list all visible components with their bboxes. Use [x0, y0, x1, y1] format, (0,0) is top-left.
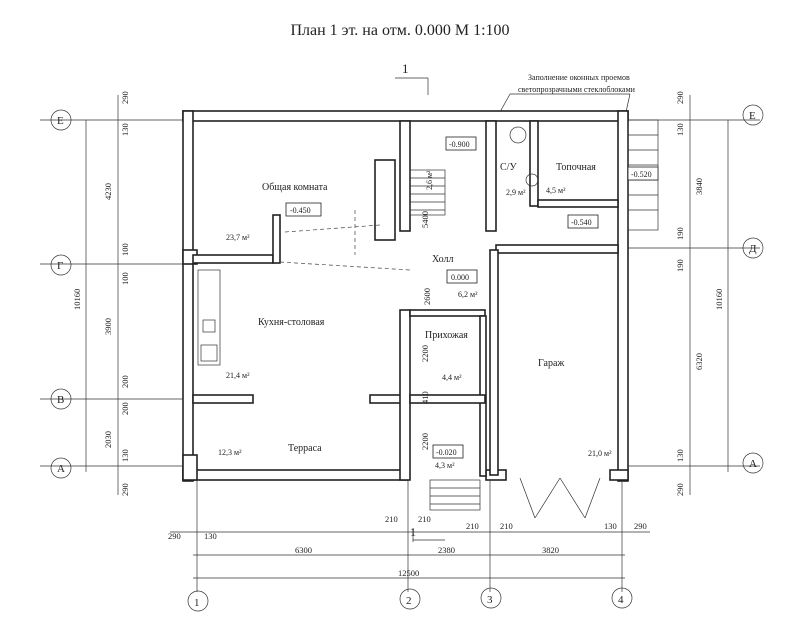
axis-markers: 1 2 3 4 Е Е Д Г В А А: [50, 104, 764, 612]
axis-label: Д: [749, 243, 757, 255]
axis-label: 3: [487, 594, 493, 606]
section-mark-top: 1: [395, 61, 429, 95]
stair-main: [409, 169, 446, 216]
wc-fixtures: [509, 126, 539, 187]
axis-label: Е: [57, 115, 64, 127]
svg-text:100: 100: [120, 272, 130, 285]
room-area: 2,6 м²: [425, 170, 434, 190]
dashed-overlays: [279, 210, 411, 271]
svg-text:190: 190: [675, 227, 685, 240]
svg-text:2600: 2600: [422, 288, 432, 305]
room-name: Терраса: [288, 443, 322, 454]
axis-label: В: [57, 394, 64, 406]
svg-text:6300: 6300: [295, 545, 312, 555]
svg-text:290: 290: [168, 531, 181, 541]
axis-label: 4: [618, 594, 624, 606]
room-area: 4,3 м²: [435, 461, 455, 470]
svg-text:290: 290: [120, 483, 130, 496]
svg-text:410: 410: [420, 391, 430, 404]
svg-text:3820: 3820: [542, 545, 559, 555]
svg-text:290: 290: [120, 91, 130, 104]
room-area: 21,0 м²: [588, 449, 612, 458]
room-name: Общая комната: [262, 182, 328, 193]
glazing-note-line2: светопрозрачными стеклоблоками: [518, 85, 636, 94]
svg-text:130: 130: [675, 449, 685, 462]
svg-text:130: 130: [204, 531, 217, 541]
section-mark-bottom: 1: [410, 525, 445, 542]
svg-text:12500: 12500: [398, 568, 419, 578]
room-name: Холл: [432, 254, 453, 265]
svg-text:4230: 4230: [103, 183, 113, 200]
svg-text:130: 130: [675, 123, 685, 136]
room-name: Кухня-столовая: [258, 317, 325, 328]
room-area: 6,2 м²: [458, 290, 478, 299]
bottom-dimensions: 290 130 210 210 210 210 130 290 6300 238…: [168, 480, 650, 592]
extra-level: -0.540: [571, 218, 592, 227]
svg-text:290: 290: [675, 91, 685, 104]
svg-text:10160: 10160: [714, 289, 724, 310]
room-name: Прихожая: [425, 330, 468, 341]
axis-label: 1: [194, 597, 200, 609]
axis-label: Е: [749, 110, 756, 122]
room-area: 4,5 м²: [546, 186, 566, 195]
room-name: Гараж: [538, 358, 564, 369]
kitchen-fixtures: [197, 269, 221, 366]
right-dimensions: 290 130 3840 190 190 6320 130 290 10160: [628, 91, 760, 496]
room-level: -0.450: [290, 206, 311, 215]
axis-label: Г: [57, 260, 63, 272]
svg-text:130: 130: [120, 449, 130, 462]
plan-title: План 1 эт. на отм. 0.000 М 1:100: [290, 22, 510, 39]
svg-text:200: 200: [120, 402, 130, 415]
room-area: 23,7 м²: [226, 233, 250, 242]
svg-text:6320: 6320: [694, 353, 704, 370]
svg-text:3900: 3900: [103, 318, 113, 335]
left-dimensions: 290 130 4230 100 100 3900 200 200 2030 1…: [40, 91, 183, 496]
room-level: -0.020: [436, 448, 457, 457]
glazing-note: Заполнение оконных проемов светопрозрачн…: [499, 73, 636, 113]
room-labels: Общая комната -0.450 23,7 м² Кухня-столо…: [218, 136, 659, 470]
axis-label: 2: [406, 595, 412, 607]
svg-text:210: 210: [418, 514, 431, 524]
svg-text:290: 290: [634, 521, 647, 531]
room-level: 0.000: [451, 273, 469, 282]
garage-gate: [519, 477, 601, 519]
room-area: 4,4 м²: [442, 373, 462, 382]
svg-text:2200: 2200: [420, 433, 430, 450]
room-name: Топочная: [556, 162, 596, 173]
svg-text:130: 130: [604, 521, 617, 531]
svg-text:2200: 2200: [420, 345, 430, 362]
svg-text:100: 100: [120, 243, 130, 256]
svg-text:2380: 2380: [438, 545, 455, 555]
room-name: С/У: [500, 162, 517, 173]
svg-text:3840: 3840: [694, 178, 704, 195]
glazing-note-line1: Заполнение оконных проемов: [528, 73, 630, 82]
room-area: 21,4 м²: [226, 371, 250, 380]
svg-text:200: 200: [120, 375, 130, 388]
svg-text:210: 210: [500, 521, 513, 531]
room-area: 12,3 м²: [218, 448, 242, 457]
section-mark-label: 1: [402, 61, 409, 76]
axis-label: А: [57, 463, 65, 475]
svg-text:290: 290: [675, 483, 685, 496]
room-level: -0.520: [631, 170, 652, 179]
svg-text:210: 210: [385, 514, 398, 524]
svg-text:5400: 5400: [420, 211, 430, 228]
svg-text:210: 210: [466, 521, 479, 531]
svg-text:130: 130: [120, 123, 130, 136]
interior-dimensions: 5400 2600 2200 410 2200: [420, 211, 432, 450]
svg-text:2030: 2030: [103, 431, 113, 448]
room-area: 2,9 м²: [506, 188, 526, 197]
stair-entrance: [429, 479, 481, 511]
interior-walls: [192, 120, 619, 481]
svg-text:10160: 10160: [72, 289, 82, 310]
axis-label: А: [749, 458, 757, 470]
room-level: -0.900: [449, 140, 470, 149]
svg-text:190: 190: [675, 259, 685, 272]
